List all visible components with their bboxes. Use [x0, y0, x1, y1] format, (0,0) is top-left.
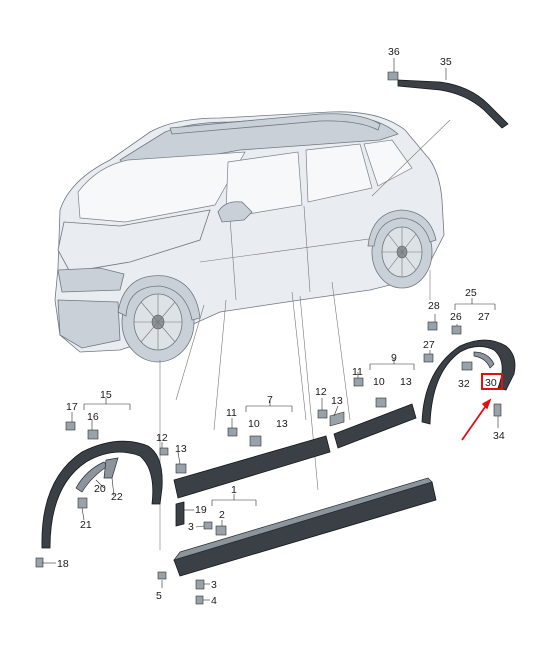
label-28: 28	[428, 300, 440, 312]
label-10-right: 10	[373, 376, 385, 388]
label-30: 30	[485, 377, 497, 389]
label-27: 27	[423, 339, 435, 351]
label-20: 20	[94, 483, 106, 495]
label-19: 19	[195, 504, 207, 516]
label-12-left: 12	[156, 432, 168, 444]
side-sill-panel-part-1	[173, 477, 437, 577]
label-26: 26	[450, 311, 462, 323]
label-13-mid: 13	[331, 395, 343, 407]
front-door-trim-part-7	[173, 409, 331, 499]
label-18: 18	[57, 558, 69, 570]
label-35: 35	[440, 56, 452, 68]
label-10-left: 10	[248, 418, 260, 430]
highlight-box-30	[481, 373, 503, 390]
label-11-left: 11	[226, 407, 237, 419]
label-34: 34	[493, 430, 505, 442]
label-2: 2	[219, 509, 225, 521]
label-21: 21	[80, 519, 92, 531]
label-5: 5	[156, 590, 162, 602]
label-25: 25	[465, 287, 477, 299]
assembly-leader-lines	[159, 119, 451, 550]
label-11-right: 11	[352, 366, 363, 378]
label-22: 22	[111, 491, 123, 503]
label-15: 15	[100, 389, 112, 401]
callout-leaders	[42, 58, 499, 601]
label-12-right: 12	[315, 386, 327, 398]
label-13-front: 13	[175, 443, 187, 455]
label-36: 36	[388, 46, 400, 58]
label-16: 16	[87, 411, 99, 423]
label-13-left: 13	[276, 418, 288, 430]
label-27-top: 27	[478, 311, 490, 323]
fasteners	[35, 557, 205, 605]
label-32: 32	[458, 378, 470, 390]
label-3-bottom: 3	[211, 579, 217, 591]
label-3: 3	[188, 521, 194, 533]
label-1: 1	[231, 484, 237, 496]
label-17: 17	[66, 401, 78, 413]
roof-trim-strip-part-35	[387, 71, 509, 129]
vehicle-illustration	[54, 111, 445, 363]
callout-labels: 36 35 25 28 26 27 27 32 30 34 9 11 10 13…	[57, 46, 505, 607]
front-wheel-arch-trim-part-15	[41, 421, 187, 549]
label-13-right: 13	[400, 376, 412, 388]
rear-door-trim-part-9	[329, 377, 417, 449]
label-7: 7	[267, 394, 273, 406]
label-4: 4	[211, 595, 217, 607]
label-9: 9	[391, 352, 397, 364]
